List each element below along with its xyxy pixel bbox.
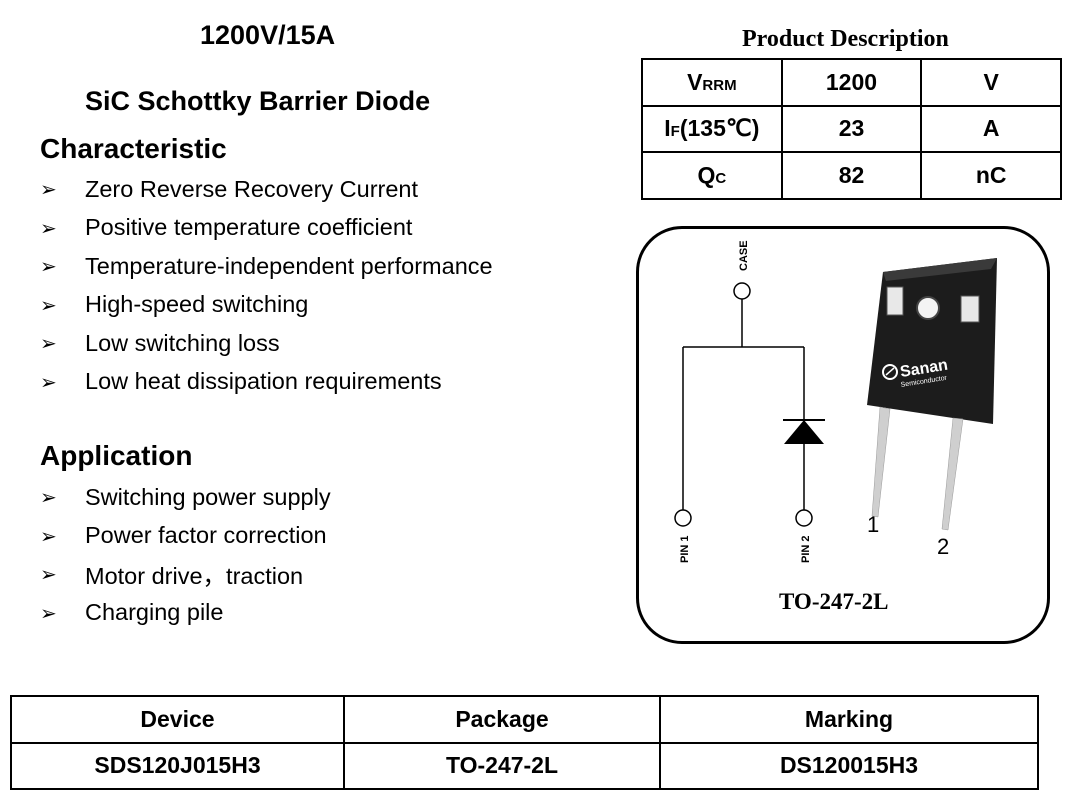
characteristic-list: ➢ Zero Reverse Recovery Current ➢ Positive… xyxy=(40,170,493,401)
column-header: Package xyxy=(343,695,661,744)
lead1-label: 1 xyxy=(867,512,879,537)
list-item: ➢ Low heat dissipation requirements xyxy=(40,363,493,402)
lead1-pin xyxy=(871,406,891,518)
list-item-text: Motor drive，traction xyxy=(85,563,304,590)
arrow-bullet-icon: ➢ xyxy=(40,523,57,548)
parameter-symbol: V xyxy=(687,68,703,95)
list-item: ➢ Motor drive，traction xyxy=(40,555,331,594)
list-item-text: Charging pile xyxy=(85,599,224,626)
arrow-bullet-icon: ➢ xyxy=(40,292,57,317)
list-item-text: Power factor correction xyxy=(85,522,327,549)
list-item-text: Positive temperature coefficient xyxy=(85,214,413,241)
package-diagram: CASE PIN 1 PIN 2 Sanan Semiconductor 1 2 xyxy=(674,240,997,563)
sanan-logo-icon xyxy=(882,364,898,380)
package-name-label: TO-247-2L xyxy=(779,589,889,614)
case-terminal xyxy=(733,282,751,300)
table-row: SDS120J015H3 TO-247-2L DS120015H3 xyxy=(10,741,1039,790)
list-item-text: Temperature-independent performance xyxy=(85,252,493,279)
unit-cell: A xyxy=(920,104,1062,153)
parameter-cell: IF(135℃) xyxy=(641,104,783,153)
list-item: ➢ Switching power supply xyxy=(40,478,331,517)
unit-cell: nC xyxy=(920,151,1062,200)
table-row: IF(135℃) 23 A xyxy=(641,104,1062,153)
table-cell: SDS120J015H3 xyxy=(10,741,345,790)
arrow-bullet-icon: ➢ xyxy=(40,254,57,279)
list-item-text: Switching power supply xyxy=(85,483,331,510)
application-list: ➢ Switching power supply ➢ Power factor co… xyxy=(40,478,331,632)
schematic xyxy=(674,282,813,527)
pin1-terminal xyxy=(674,509,692,527)
unit-cell: V xyxy=(920,58,1062,107)
list-item-text: Low heat dissipation requirements xyxy=(85,368,442,395)
value-cell: 1200 xyxy=(780,58,923,107)
arrow-bullet-icon: ➢ xyxy=(40,600,57,625)
parameter-cell: QC xyxy=(641,151,783,200)
parameter-subscript: C xyxy=(715,169,727,187)
lead2-pin xyxy=(941,417,964,531)
list-item-text: High-speed switching xyxy=(85,291,309,318)
case-label: CASE xyxy=(738,240,750,271)
parameter-subscript: RRM xyxy=(702,76,737,94)
pin2-terminal xyxy=(795,509,813,527)
product-description-table: VRRM 1200 V IF(135℃) 23 A QC 82 nC xyxy=(641,58,1062,200)
list-item: ➢ High-speed switching xyxy=(40,286,493,325)
list-item: ➢ Low switching loss xyxy=(40,324,493,363)
arrow-bullet-icon: ➢ xyxy=(40,369,57,394)
pin1-label: PIN 1 xyxy=(679,535,691,563)
value-cell: 82 xyxy=(780,151,923,200)
parameter-suffix: (135℃) xyxy=(679,115,760,142)
arrow-bullet-icon: ➢ xyxy=(40,562,57,587)
rating-title: 1200V/15A xyxy=(200,20,336,50)
arrow-bullet-icon: ➢ xyxy=(40,485,57,510)
pin2-label: PIN 2 xyxy=(800,535,812,563)
package-diagram-box: CASE PIN 1 PIN 2 Sanan Semiconductor 1 2… xyxy=(636,226,1050,644)
list-item: ➢ Power factor correction xyxy=(40,517,331,556)
column-header: Marking xyxy=(659,695,1039,744)
list-item: ➢ Zero Reverse Recovery Current xyxy=(40,170,493,209)
arrow-bullet-icon: ➢ xyxy=(40,215,57,240)
table-cell: TO-247-2L xyxy=(343,741,661,790)
lead2-label: 2 xyxy=(937,534,949,559)
list-item: ➢ Positive temperature coefficient xyxy=(40,209,493,248)
arrow-bullet-icon: ➢ xyxy=(40,331,57,356)
table-row: QC 82 nC xyxy=(641,151,1062,200)
table-cell: DS120015H3 xyxy=(659,741,1039,790)
value-cell: 23 xyxy=(780,104,923,153)
application-heading: Application xyxy=(40,440,193,471)
device-table: Device Package Marking SDS120J015H3 TO-2… xyxy=(10,695,1039,790)
parameter-subscript: F xyxy=(670,123,680,141)
list-item: ➢ Temperature-independent performance xyxy=(40,247,493,286)
parameter-cell: VRRM xyxy=(641,58,783,107)
list-item-text: Zero Reverse Recovery Current xyxy=(85,175,419,202)
product-description-title: Product Description xyxy=(742,26,949,52)
column-header: Device xyxy=(10,695,345,744)
diode-symbol-icon xyxy=(783,419,825,444)
parameter-symbol: I xyxy=(664,115,671,142)
list-item-text: Low switching loss xyxy=(85,329,280,356)
table-header-row: Device Package Marking xyxy=(10,695,1039,744)
characteristic-heading: Characteristic xyxy=(40,133,227,164)
list-item: ➢ Charging pile xyxy=(40,594,331,633)
product-subtitle: SiC Schottky Barrier Diode xyxy=(85,86,431,116)
to247-package-icon: Sanan Semiconductor xyxy=(867,258,997,531)
arrow-bullet-icon: ➢ xyxy=(40,177,57,202)
table-row: VRRM 1200 V xyxy=(641,58,1062,107)
parameter-symbol: Q xyxy=(697,161,716,188)
